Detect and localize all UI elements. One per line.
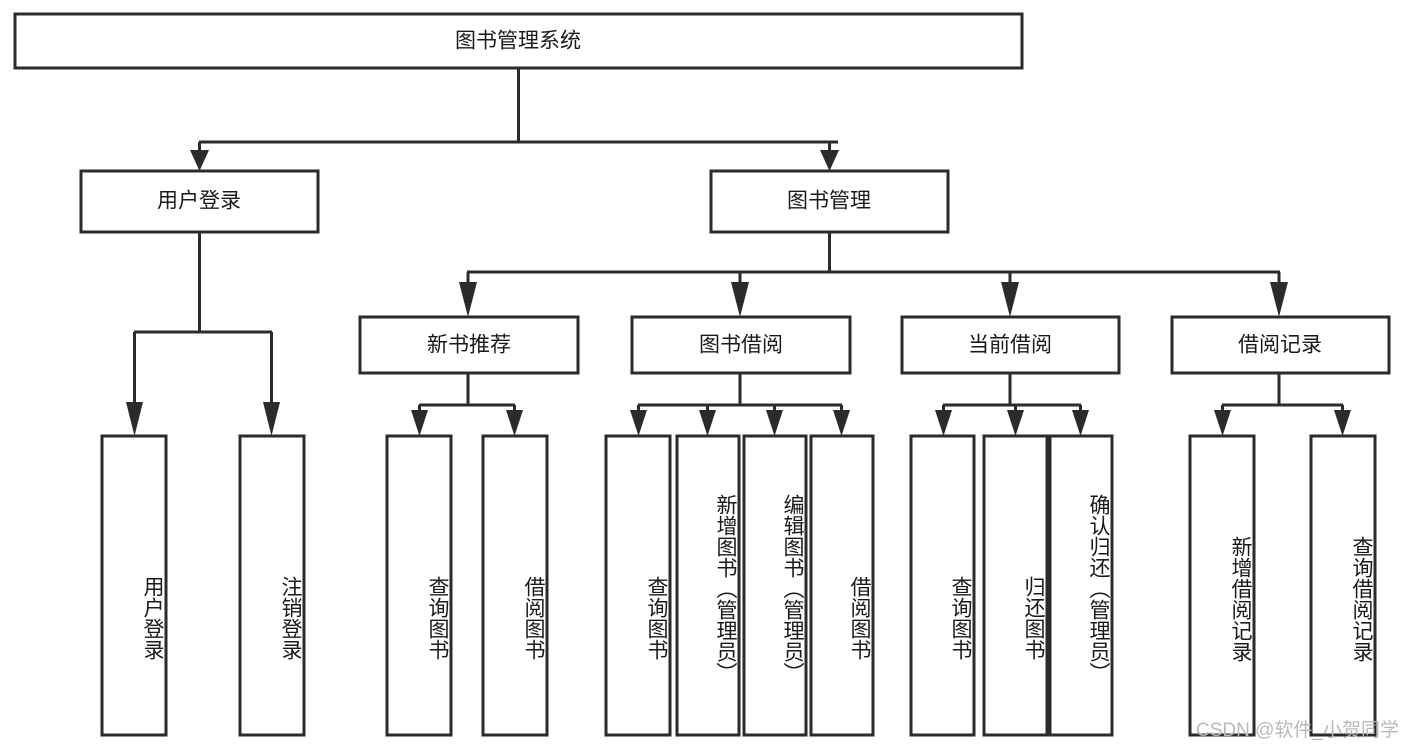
node-book-borrow-box: [630, 315, 852, 375]
arrow-head-user-login: [190, 150, 209, 171]
node-borrow-record-label: 借阅记录: [1238, 334, 1322, 357]
arrow-head-leaf-user-logout: [263, 402, 280, 436]
arrow-head-leaf-borrow-book: [833, 410, 850, 436]
leaf-box-add-book-admin[interactable]: [675, 434, 741, 737]
leaf-box-user-login[interactable]: [100, 434, 168, 737]
node-root[interactable]: 图书管理系统: [13, 12, 1024, 70]
node-new-book-recommend-label: 新书推荐: [427, 334, 511, 357]
leaf-box-borrow-book-rec[interactable]: [481, 434, 549, 737]
connector-group-root: [190, 68, 839, 171]
node-borrow-record[interactable]: 借阅记录: [1170, 315, 1391, 375]
node-borrow-record-box: [1170, 315, 1391, 375]
arrow-head-borrow-record: [1270, 282, 1288, 317]
connector-group-user-login: [126, 232, 280, 436]
node-new-book-recommend[interactable]: 新书推荐: [358, 315, 580, 375]
node-current-borrow-box: [900, 315, 1121, 375]
node-book-manage-box: [709, 169, 950, 234]
node-book-manage-label: 图书管理: [787, 190, 871, 213]
connector-group-new-book-recommend: [411, 373, 523, 436]
node-book-borrow[interactable]: 图书借阅: [630, 315, 852, 375]
leaf-box-confirm-return-admin[interactable]: [1048, 434, 1114, 737]
arrow-head-leaf-query-borrow-record: [1334, 410, 1351, 436]
connector-group-borrow-record: [1214, 373, 1351, 436]
arrow-head-leaf-query-book-rec: [411, 410, 428, 436]
node-book-manage[interactable]: 图书管理: [709, 169, 950, 234]
node-new-book-recommend-box: [358, 315, 580, 375]
node-current-borrow-label: 当前借阅: [968, 334, 1052, 357]
node-root-label: 图书管理系统: [455, 30, 581, 53]
leaf-box-query-book-current[interactable]: [909, 434, 976, 737]
arrow-head-book-borrow: [731, 282, 749, 317]
node-user-login-label: 用户登录: [157, 190, 241, 213]
arrow-head-current-borrow: [1001, 282, 1019, 317]
arrow-head-leaf-add-borrow-record: [1214, 410, 1231, 436]
arrow-head-leaf-user-login: [126, 402, 143, 436]
leaf-box-query-borrow-record[interactable]: [1309, 434, 1377, 737]
node-root-box: [13, 12, 1024, 70]
arrow-head-leaf-query-book-borrow: [630, 410, 647, 436]
leaf-box-borrow-book[interactable]: [809, 434, 875, 737]
leaf-boxes: [100, 434, 1377, 737]
arrow-head-new-book-recommend: [459, 282, 477, 317]
csdn-watermark: CSDN @软件_小贺同学: [1196, 720, 1399, 741]
node-book-borrow-label: 图书借阅: [699, 334, 783, 357]
leaf-box-query-book-borrow[interactable]: [604, 434, 672, 737]
leaf-box-edit-book-admin[interactable]: [742, 434, 808, 737]
leaf-box-add-borrow-record[interactable]: [1188, 434, 1256, 737]
arrow-head-leaf-edit-book-admin: [766, 410, 783, 436]
leaf-box-return-book[interactable]: [982, 434, 1049, 737]
connector-group-current-borrow: [935, 373, 1089, 436]
connector-group-book-borrow: [630, 373, 850, 436]
node-current-borrow[interactable]: 当前借阅: [900, 315, 1121, 375]
arrow-head-leaf-confirm-return-admin: [1072, 410, 1089, 436]
arrow-head-leaf-return-book: [1007, 410, 1024, 436]
node-user-login-box: [79, 169, 320, 234]
connector-group-book-manage: [459, 232, 1288, 317]
arrow-head-book-manage: [820, 150, 839, 171]
node-user-login[interactable]: 用户登录: [79, 169, 320, 234]
leaf-box-query-book-rec[interactable]: [385, 434, 453, 737]
arrow-head-leaf-add-book-admin: [699, 410, 716, 436]
leaf-box-user-logout[interactable]: [238, 434, 306, 737]
arrow-head-leaf-query-book-current: [935, 410, 952, 436]
arrow-head-leaf-borrow-book-rec: [506, 410, 523, 436]
